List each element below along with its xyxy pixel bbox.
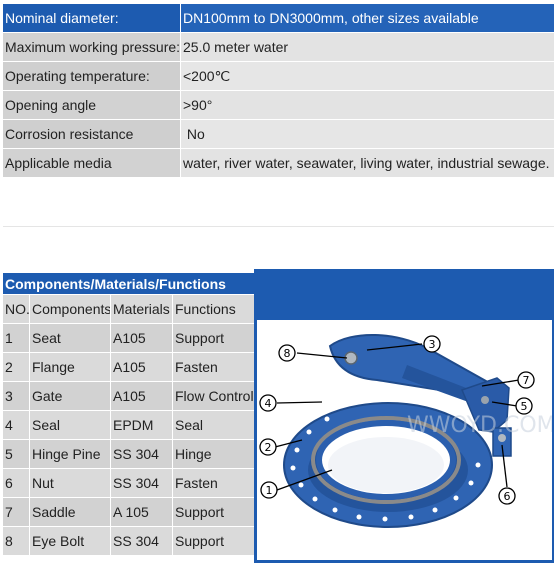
spec-row-media: Applicable media water, river water, sea… — [3, 149, 554, 177]
spec-row-corrosion: Corrosion resistance No — [3, 120, 554, 148]
material: SS 304 — [111, 440, 172, 468]
material: A105 — [111, 382, 172, 410]
function: Support — [173, 498, 254, 526]
component-name: Seal — [30, 411, 110, 439]
hinge-arm — [460, 377, 510, 433]
watermark-text: WWOYD.COM — [407, 413, 552, 438]
spec-table: Nominal diameter: DN100mm to DN3000mm, o… — [3, 4, 554, 178]
spec-row-opening-angle: Opening angle >90° — [3, 91, 554, 119]
function: Support — [173, 324, 254, 352]
components-title: Components/Materials/Functions — [3, 273, 254, 294]
callout-markers — [259, 335, 535, 505]
component-name: Nut — [30, 469, 110, 497]
row-number: 2 — [3, 353, 29, 381]
spec-label: Corrosion resistance — [3, 120, 180, 148]
callout-label: 8 — [284, 347, 291, 360]
callout-label: 3 — [429, 338, 436, 351]
spec-label: Applicable media — [3, 149, 180, 177]
seal-ring — [311, 416, 461, 504]
function: Flow Control — [173, 382, 254, 410]
bolt-holes — [290, 416, 481, 522]
material: SS 304 — [111, 469, 172, 497]
nut — [498, 434, 506, 442]
table-row: 4 Seal EPDM Seal — [3, 411, 254, 439]
row-number: 1 — [3, 324, 29, 352]
function: Fasten — [173, 469, 254, 497]
component-name: Eye Bolt — [30, 527, 110, 555]
spec-row-nominal-diameter: Nominal diameter: DN100mm to DN3000mm, o… — [3, 4, 554, 32]
table-row: 1 Seat A105 Support — [3, 324, 254, 352]
spec-value: 25.0 meter water — [181, 33, 554, 61]
material: A 105 — [111, 498, 172, 526]
function: Fasten — [173, 353, 254, 381]
header-cell: Components — [30, 295, 110, 323]
table-row: 7 Saddle A 105 Support — [3, 498, 254, 526]
callout-label: 4 — [265, 397, 272, 410]
spec-value: >90° — [181, 91, 554, 119]
table-row: 2 Flange A105 Fasten — [3, 353, 254, 381]
row-number: 6 — [3, 469, 29, 497]
header-cell: Functions — [173, 295, 254, 323]
spec-row-max-pressure: Maximum working pressure: 25.0 meter wat… — [3, 33, 554, 61]
function: Hinge — [173, 440, 254, 468]
table-row: 5 Hinge Pine SS 304 Hinge — [3, 440, 254, 468]
spec-label: Opening angle — [3, 91, 180, 119]
callout-label: 6 — [504, 490, 511, 503]
component-name: Flange — [30, 353, 110, 381]
callout-label: 2 — [265, 441, 272, 454]
header-cell: Materials — [111, 295, 172, 323]
spec-value: DN100mm to DN3000mm, other sizes availab… — [181, 4, 554, 32]
spec-label: Maximum working pressure: — [3, 33, 180, 61]
row-number: 3 — [3, 382, 29, 410]
material: A105 — [111, 353, 172, 381]
section-divider — [3, 226, 554, 227]
function: Support — [173, 527, 254, 555]
table-row: 8 Eye Bolt SS 304 Support — [3, 527, 254, 555]
spec-value: <200℃ — [181, 62, 554, 90]
component-name: Seat — [30, 324, 110, 352]
component-name: Gate — [30, 382, 110, 410]
valve-image-panel: WWOYD.COM — [254, 269, 554, 563]
components-table: Components/Materials/Functions NO. Compo… — [3, 273, 254, 555]
leader-lines — [274, 343, 520, 491]
row-number: 4 — [3, 411, 29, 439]
table-row: 6 Nut SS 304 Fasten — [3, 469, 254, 497]
component-name: Saddle — [30, 498, 110, 526]
components-header-row: NO. Components Materials Functions — [3, 295, 254, 323]
seat-inner-shadow — [328, 437, 444, 493]
material: A105 — [111, 324, 172, 352]
callout-label: 1 — [266, 484, 273, 497]
spec-label: Nominal diameter: — [3, 4, 180, 32]
spec-row-temperature: Operating temperature: <200℃ — [3, 62, 554, 90]
flap-valve-drawing: WWOYD.COM — [259, 333, 552, 528]
material: EPDM — [111, 411, 172, 439]
material: SS 304 — [111, 527, 172, 555]
hinge-pin — [481, 396, 489, 404]
callout-label: 5 — [521, 400, 528, 413]
component-name: Hinge Pine — [30, 440, 110, 468]
row-number: 8 — [3, 527, 29, 555]
table-row: 3 Gate A105 Flow Control — [3, 382, 254, 410]
callout-label: 7 — [523, 374, 530, 387]
function: Seal — [173, 411, 254, 439]
row-number: 7 — [3, 498, 29, 526]
valve-illustration: WWOYD.COM — [257, 320, 552, 560]
spec-value: water, river water, seawater, living wat… — [181, 149, 554, 177]
spec-label: Operating temperature: — [3, 62, 180, 90]
spec-value: No — [181, 120, 554, 148]
row-number: 5 — [3, 440, 29, 468]
header-cell: NO. — [3, 295, 29, 323]
